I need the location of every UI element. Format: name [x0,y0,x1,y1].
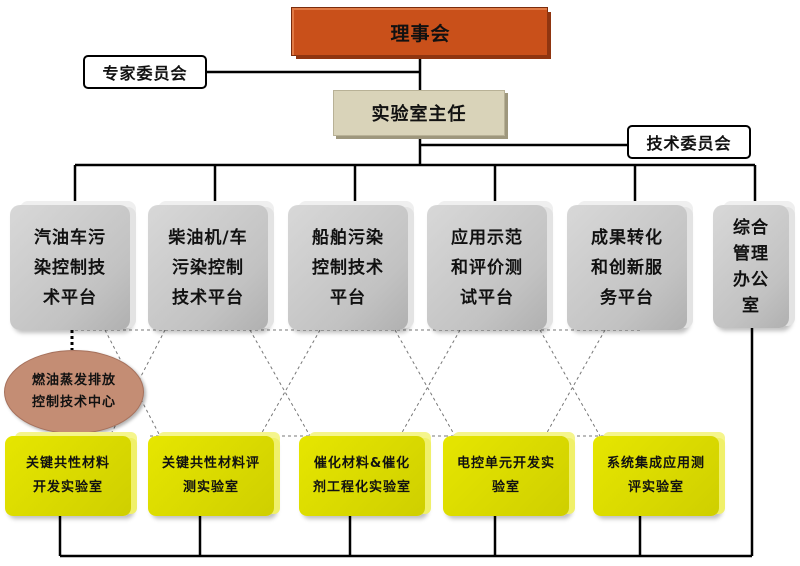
center-line: 燃油蒸发排放 [31,373,116,388]
platform-line: 技术平台 [172,287,244,308]
platform-line: 船舶污染 [312,227,384,248]
lab-line: 评实验室 [627,480,684,495]
dotted-line [539,329,601,437]
lab-materials-evaluation: 关键共性材料评 测实验室 [148,436,274,516]
dotted-line [544,329,606,437]
platform-line: 和评价测 [451,257,523,278]
lab-line: 测实验室 [182,480,239,495]
lab-director-label: 实验室主任 [371,104,467,125]
expert-committee-label: 专家委员会 [102,64,188,83]
lab-line: 系统集成应用测 [606,456,705,471]
platform-line: 管理 [733,243,769,264]
platform-line: 室 [742,295,760,316]
dotted-line [394,329,456,437]
technical-committee-node: 技术委员会 [627,125,751,159]
dotted-line [249,329,311,437]
platform-line: 平台 [330,287,366,308]
platform-line: 成果转化 [591,227,663,248]
platform-line: 污染控制 [172,257,244,278]
dotted-line [259,329,321,437]
lab-line: 催化材料&催化 [313,456,411,471]
platform-line: 控制技术 [312,257,384,278]
lab-ecu-development: 电控单元开发实 验室 [443,436,569,516]
platform-line: 汽油车污 [34,227,106,248]
admin-office: 综合 管理 办公 室 [713,205,789,328]
fuel-evaporation-center: 燃油蒸发排放 控制技术中心 [4,350,144,434]
platform-line: 和创新服 [591,257,663,278]
platform-diesel: 柴油机/车 污染控制 技术平台 [148,205,268,330]
board-node: 理事会 [292,8,547,55]
lab-line: 验室 [491,480,520,495]
platform-gasoline-vehicle: 汽油车污 染控制技 术平台 [10,205,130,330]
lab-director-node: 实验室主任 [333,90,505,136]
platform-line: 试平台 [460,287,514,308]
platform-line: 柴油机/车 [168,227,248,248]
lab-catalysis-engineering: 催化材料&催化 剂工程化实验室 [299,436,425,516]
lab-line: 关键共性材料 [25,456,110,471]
technical-committee-label: 技术委员会 [646,134,732,153]
platform-ship: 船舶污染 控制技术 平台 [288,205,408,330]
platform-transfer: 成果转化 和创新服 务平台 [567,205,687,330]
platform-line: 染控制技 [34,257,106,278]
dotted-line [104,329,161,437]
center-line: 控制技术中心 [31,395,116,410]
board-label: 理事会 [390,23,451,45]
platform-line: 办公 [733,269,769,290]
platform-line: 应用示范 [451,227,523,248]
lab-line: 关键共性材料评 [161,456,260,471]
platform-demonstration: 应用示范 和评价测 试平台 [427,205,547,330]
lab-materials-development: 关键共性材料 开发实验室 [5,436,131,516]
platform-line: 术平台 [43,287,97,308]
platform-line: 综合 [733,217,769,238]
lab-line: 剂工程化实验室 [312,480,411,495]
platform-line: 务平台 [600,287,654,308]
dotted-line [399,329,461,437]
expert-committee-node: 专家委员会 [83,55,207,89]
lab-system-integration: 系统集成应用测 评实验室 [593,436,719,516]
dotted-line [109,329,166,437]
lab-line: 开发实验室 [32,480,103,495]
lab-line: 电控单元开发实 [456,456,555,471]
